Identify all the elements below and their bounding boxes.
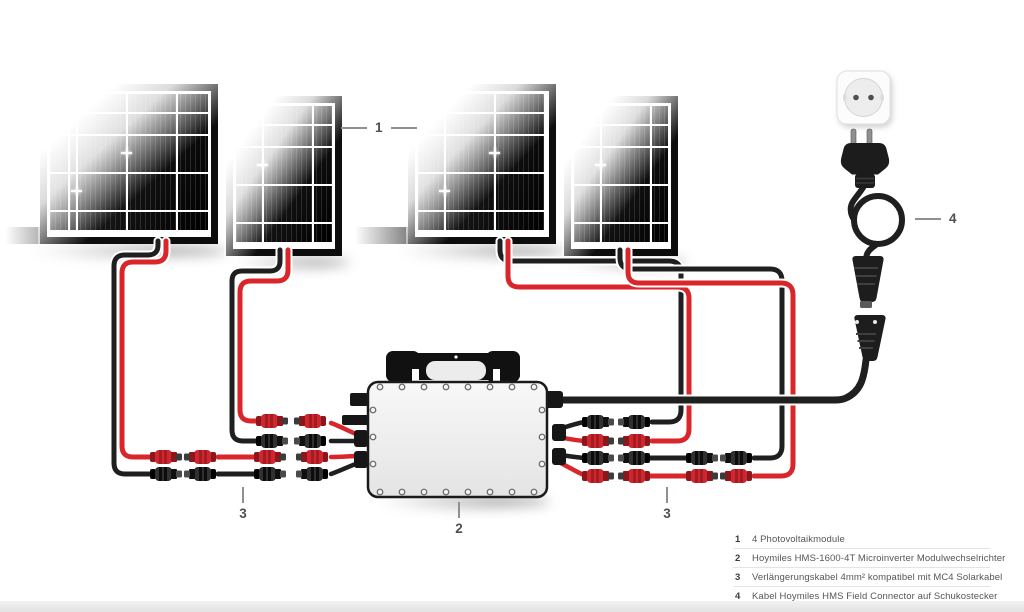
mc4-connector <box>686 451 718 465</box>
mc4-connector <box>296 450 328 464</box>
inverter-mounting-bracket <box>386 351 520 382</box>
label-plug-cable: 4 <box>915 211 957 226</box>
schuko-plug <box>840 128 890 188</box>
mc4-connector <box>582 434 614 448</box>
schuko-cable <box>847 183 905 263</box>
wall-socket <box>836 70 891 125</box>
legend-text: Kabel Hoymiles HMS Field Connector auf S… <box>752 590 998 602</box>
mc4-connector <box>184 450 216 464</box>
mc4-connector <box>582 451 614 465</box>
label-extension-right: 3 <box>663 506 671 521</box>
label-inverter: 2 <box>455 521 463 536</box>
legend-row: 4 Kabel Hoymiles HMS Field Connector auf… <box>733 587 997 605</box>
label-extension-left: 3 <box>239 506 247 521</box>
panel-fade <box>224 94 344 258</box>
panel3-black-wire <box>497 238 684 425</box>
legend-text: Verlängerungskabel 4mm² kompatibel mit M… <box>752 571 1003 583</box>
mc4-connector <box>618 434 650 448</box>
panel4-black-wire <box>617 247 785 461</box>
mc4-connector <box>720 469 752 483</box>
legend-row: 1 4 Photovoltaikmodule <box>733 530 990 549</box>
mc4-connector <box>256 434 288 448</box>
mc4-connector <box>296 467 328 481</box>
plug-pin <box>866 128 873 146</box>
field-connector-male <box>852 256 884 308</box>
panel2-red-wire <box>237 247 291 424</box>
legend-number: 2 <box>735 552 741 564</box>
mc4-connector <box>686 469 718 483</box>
mc4-connector <box>254 467 286 481</box>
mc4-connector <box>618 415 650 429</box>
mc4-connector <box>618 469 650 483</box>
solar-panel-2 <box>224 94 344 258</box>
panel-shadow <box>396 245 566 257</box>
mc4-connector <box>720 451 752 465</box>
legend-number: 3 <box>735 571 741 583</box>
panel3-red-wire <box>505 238 692 444</box>
mc4-connector <box>582 469 614 483</box>
panel4-red-wire <box>625 247 796 479</box>
panel-frame-fade <box>350 227 410 244</box>
microinverter-body <box>366 380 549 499</box>
ac-port <box>545 391 563 408</box>
plug-pin <box>850 128 857 146</box>
label-line <box>242 487 244 503</box>
label-dash <box>915 217 941 220</box>
panel-fade <box>406 82 558 246</box>
label-line <box>666 487 668 503</box>
label-dash <box>341 126 367 129</box>
label-dash <box>390 126 417 129</box>
inverter-ports <box>342 391 566 468</box>
solar-panel-4 <box>562 94 680 258</box>
extension-cables <box>213 452 691 481</box>
mc4-connector <box>150 467 182 481</box>
field-connector-female <box>850 315 886 361</box>
label-plug-cable-number: 4 <box>949 211 957 226</box>
label-panels: 1 <box>341 120 417 135</box>
mc4-connector <box>618 451 650 465</box>
legend: 1 4 Photovoltaikmodule 2 Hoymiles HMS-16… <box>733 530 1005 605</box>
solar-panel-3 <box>406 82 558 246</box>
mc4-connector <box>294 434 326 448</box>
socket-hole <box>853 94 859 101</box>
legend-number: 4 <box>735 590 741 602</box>
mc4-connector <box>256 414 288 428</box>
legend-number: 1 <box>735 533 741 545</box>
legend-row: 3 Verlängerungskabel 4mm² kompatibel mit… <box>733 568 1002 587</box>
panel-dc-wires <box>109 236 798 481</box>
legend-text: Hoymiles HMS-1600-4T Microinverter Modul… <box>752 552 1006 564</box>
mc4-connector <box>582 415 614 429</box>
solar-panel-1 <box>38 82 220 246</box>
panel-fade <box>38 82 220 246</box>
socket-hole <box>868 94 874 101</box>
inverter-screws <box>369 383 546 496</box>
label-panels-number: 1 <box>375 120 383 135</box>
panel1-black-wire <box>111 238 161 477</box>
mc4-connector <box>184 467 216 481</box>
ac-cable <box>556 356 870 404</box>
label-line <box>458 502 460 518</box>
mc4-connector <box>254 450 286 464</box>
bottom-edge-strip <box>0 601 1024 612</box>
mc4-connector <box>150 450 182 464</box>
panel2-black-wire <box>229 247 283 444</box>
mc4-connector <box>294 414 326 428</box>
legend-row: 2 Hoymiles HMS-1600-4T Microinverter Mod… <box>733 549 1005 568</box>
panel-fade <box>562 94 680 258</box>
panel1-red-wire <box>119 238 169 460</box>
antenna-stub <box>342 415 369 425</box>
legend-text: 4 Photovoltaikmodule <box>752 533 845 545</box>
